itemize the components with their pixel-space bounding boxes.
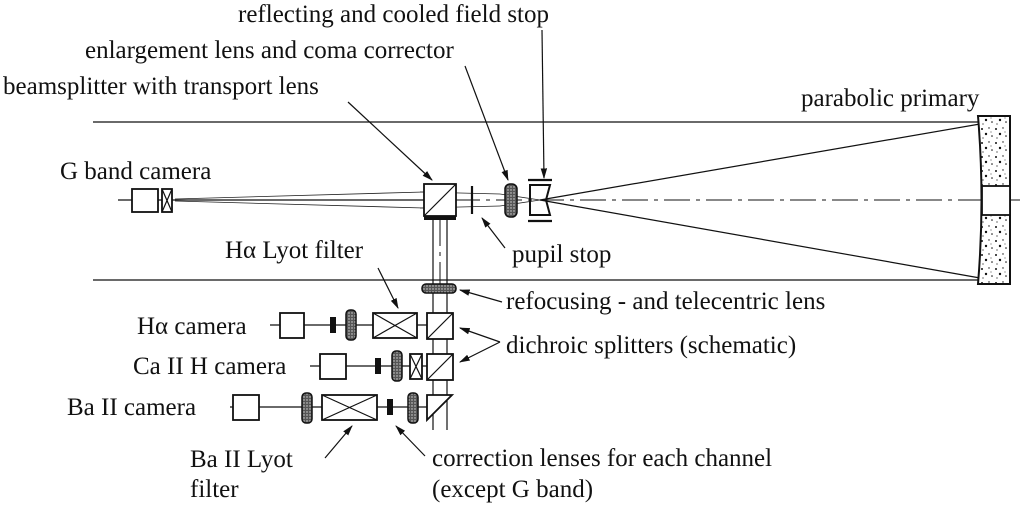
- field-stop: [528, 178, 552, 223]
- label-refocusing-lens: refocusing - and telecentric lens: [506, 288, 825, 315]
- caii-correction-lens: [391, 350, 403, 382]
- baii-lens-1: [301, 392, 313, 424]
- label-pupil-stop: pupil stop: [512, 241, 611, 268]
- label-field-stop: reflecting and cooled field stop: [238, 1, 549, 28]
- leader-dichroic-1: [458, 327, 501, 343]
- label-primary: parabolic primary: [801, 85, 980, 112]
- g-band-camera: [118, 188, 175, 213]
- label-baii-lyot-1: Ba II Lyot: [190, 446, 293, 473]
- label-correction-1: correction lenses for each channel: [432, 445, 772, 472]
- ha-correction-lens: [345, 309, 357, 341]
- label-baii-camera: Ba II camera: [67, 394, 196, 421]
- label-g-band-camera: G band camera: [60, 158, 211, 185]
- caii-dichroic-splitter: [426, 353, 454, 381]
- baii-channel: [230, 392, 455, 424]
- label-ha-lyot-filter: Hα Lyot filter: [225, 237, 364, 264]
- g-band-ray-bottom: [174, 200, 425, 209]
- baii-fold-mirror: [426, 394, 455, 423]
- ray-top: [539, 123, 981, 201]
- leader-enlargement-lens: [464, 65, 509, 182]
- ray-bottom: [539, 199, 981, 279]
- baii-lyot-filter: [321, 394, 378, 421]
- label-correction-2: (except G band): [432, 476, 593, 503]
- leader-beamsplitter: [347, 101, 433, 181]
- ha-camera: [279, 312, 305, 339]
- label-baii-lyot-2: filter: [190, 476, 239, 503]
- caii-correction-lens-small: [375, 358, 381, 374]
- leader-refocusing: [458, 289, 503, 303]
- ha-dichroic-splitter: [426, 312, 454, 340]
- caii-channel: [310, 350, 454, 382]
- leader-field-stop: [540, 29, 548, 180]
- caii-camera: [319, 353, 347, 380]
- parabolic-primary-mirror: [976, 115, 1011, 285]
- leader-correction: [395, 425, 426, 457]
- refocusing-lens: [421, 283, 457, 294]
- baii-camera: [232, 394, 260, 421]
- label-caii-camera: Ca II H camera: [133, 353, 286, 380]
- ha-lyot-filter: [372, 312, 418, 339]
- leader-ha-lyot: [377, 267, 399, 309]
- leader-baii-lyot: [324, 425, 353, 459]
- label-enlargement-lens: enlargement lens and coma corrector: [85, 37, 454, 64]
- ha-correction-lens-small: [330, 317, 336, 333]
- baii-correction-lens-small: [387, 399, 393, 415]
- ha-channel: [270, 309, 454, 341]
- caii-filter: [409, 353, 423, 380]
- label-dichroic-splitters: dichroic splitters (schematic): [506, 332, 796, 359]
- g-band-ray-top: [174, 191, 425, 200]
- leader-dichroic-2: [459, 341, 501, 363]
- enlargement-lens: [504, 183, 518, 218]
- label-ha-camera: Hα camera: [137, 313, 247, 340]
- beamsplitter-cube: [423, 183, 457, 220]
- baii-correction-lens: [407, 392, 419, 424]
- leader-pupil-stop: [481, 217, 506, 249]
- label-beamsplitter: beamsplitter with transport lens: [3, 73, 319, 100]
